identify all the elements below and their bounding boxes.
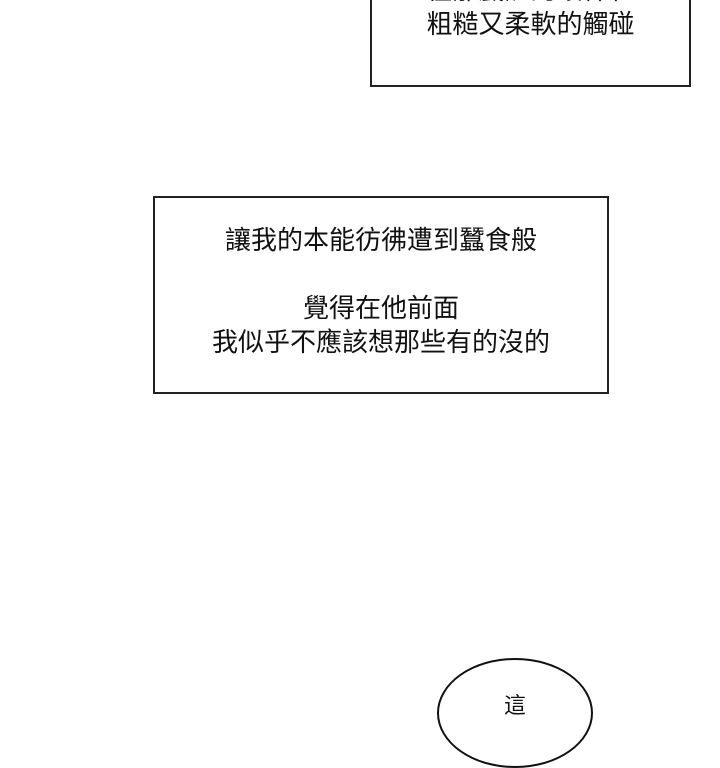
caption-line: 讓我的本能彷彿遭到蠶食般 — [224, 226, 537, 256]
caption-line: 粗糙又柔軟的觸碰 — [426, 10, 635, 40]
caption-line: 在那戲謔的眼神和 — [372, 0, 689, 8]
speech-bubble: 這 — [437, 658, 593, 768]
caption-box-top: 在那戲謔的眼神和 粗糙又柔軟的觸碰 — [370, 0, 691, 87]
caption-line: 覺得在他前面 — [302, 294, 459, 324]
caption-box-middle: 讓我的本能彷彿遭到蠶食般 覺得在他前面 我似乎不應該想那些有的沒的 — [153, 196, 609, 394]
speech-bubble-text: 這 — [503, 694, 526, 719]
caption-line: 我似乎不應該想那些有的沒的 — [211, 328, 550, 358]
